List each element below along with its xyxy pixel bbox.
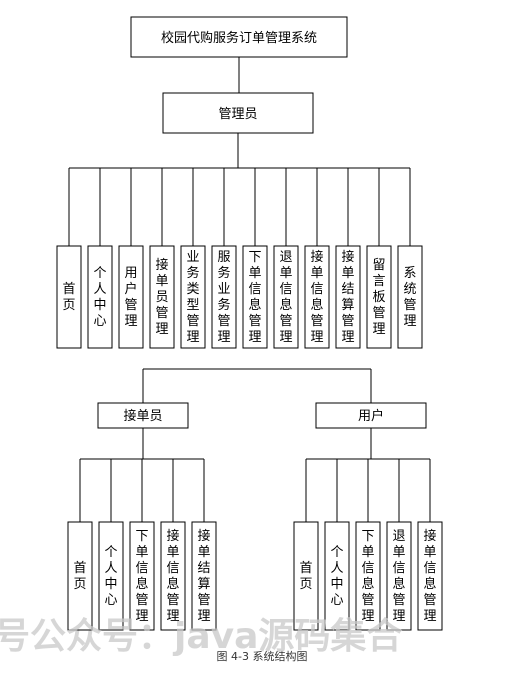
admin-module-box: [211, 245, 237, 349]
courier-module-label: 下单信息管理: [135, 529, 148, 624]
admin-module-box: [397, 245, 423, 349]
admin-module-group: 首页 个人中心 用户管理 接单员管理 业务类型管理 服务业务管理 下单信息管理 退单信息管理 接…: [56, 168, 423, 349]
user-module-label: 下单信息管理: [361, 529, 374, 624]
courier-module-box: [98, 521, 124, 631]
courier-module-box: [129, 521, 155, 631]
courier-module-label: 个人中心: [104, 545, 117, 608]
root-label: 校园代购服务订单管理系统: [161, 30, 317, 46]
admin-module-box: [242, 245, 268, 349]
admin-module-box: [304, 245, 330, 349]
admin-module-label: 接单信息管理: [310, 249, 323, 345]
user-module-label: 首页: [299, 561, 312, 592]
admin-module-label: 个人中心: [93, 266, 106, 329]
admin-module-box: [273, 245, 299, 349]
admin-module-label: 接单员管理: [155, 257, 168, 337]
courier-label: 接单员: [123, 408, 162, 424]
user-label: 用户: [358, 408, 384, 424]
user-module-box: [417, 521, 443, 631]
admin-module-label: 用户管理: [124, 266, 137, 329]
admin-module-label: 首页: [62, 282, 75, 313]
courier-module-group: 首页 个人中心 下单信息管理 接单信息管理 接单结算管理: [67, 459, 217, 631]
figure-caption: 图 4-3 系统结构图: [217, 649, 308, 663]
admin-label: 管理员: [218, 107, 257, 122]
admin-module-label: 服务业务管理: [217, 250, 230, 345]
admin-module-label: 系统管理: [403, 266, 416, 329]
admin-module-label: 下单信息管理: [248, 250, 261, 345]
admin-module-label: 接单结算管理: [341, 249, 354, 345]
user-module-box: [324, 521, 350, 631]
admin-module-box: [366, 245, 392, 349]
admin-module-box: [87, 245, 113, 349]
courier-module-label: 首页: [73, 561, 86, 592]
admin-box: [162, 92, 314, 134]
user-module-label: 退单信息管理: [392, 529, 405, 624]
user-module-box: [355, 521, 381, 631]
user-module-box: [293, 521, 319, 631]
user-module-group: 首页 个人中心 下单信息管理 退单信息管理 接单信息管理: [293, 459, 443, 631]
admin-module-box: [335, 245, 361, 349]
user-module-box: [386, 521, 412, 631]
admin-module-label: 退单信息管理: [279, 250, 292, 345]
root-box: [130, 16, 348, 58]
admin-module-label: 业务类型管理: [186, 250, 199, 345]
admin-module-box: [180, 245, 206, 349]
courier-module-box: [160, 521, 186, 631]
user-module-label: 接单信息管理: [423, 528, 436, 624]
admin-module-box: [56, 245, 82, 349]
watermark-text: 号公众号：java源码集合: [0, 616, 402, 657]
admin-module-label: 留言板管理: [372, 258, 385, 337]
admin-module-box: [149, 245, 175, 349]
courier-module-box: [67, 521, 93, 631]
courier-module-box: [191, 521, 217, 631]
admin-module-box: [118, 245, 144, 349]
user-box: [315, 402, 427, 429]
courier-module-label: 接单信息管理: [166, 528, 179, 624]
courier-module-label: 接单结算管理: [197, 528, 210, 624]
courier-box: [97, 402, 189, 429]
user-module-label: 个人中心: [330, 545, 343, 608]
